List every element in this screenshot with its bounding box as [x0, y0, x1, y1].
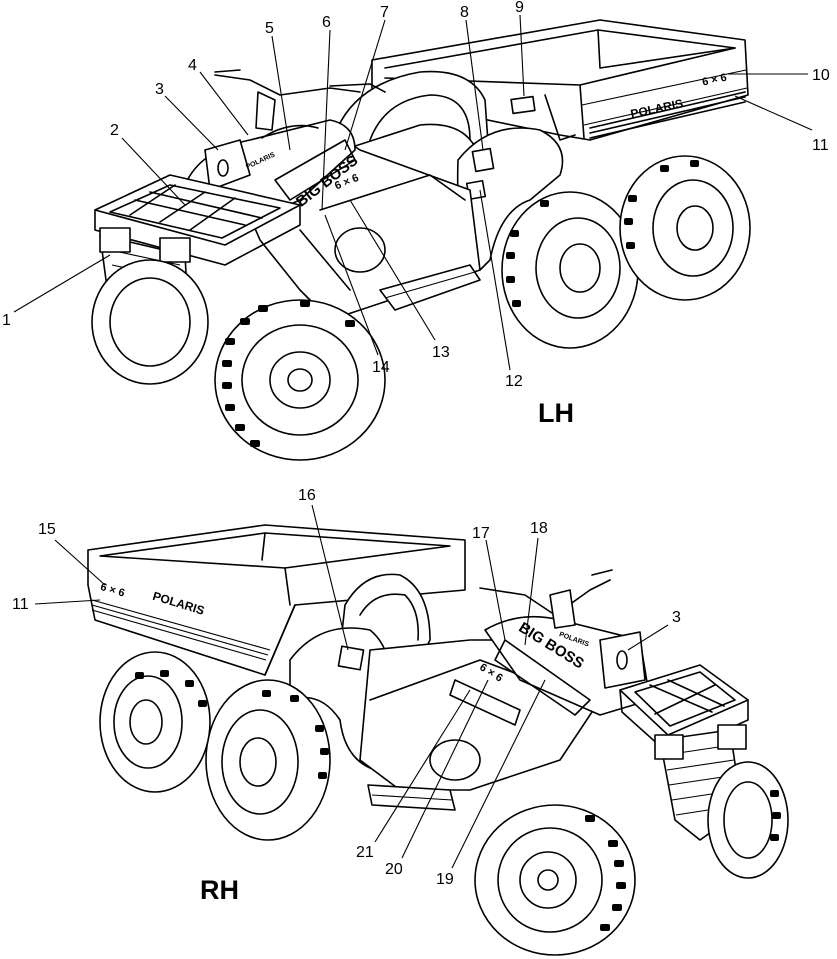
callout-lh-13: 13 — [432, 344, 450, 361]
callout-lh-3: 3 — [155, 81, 164, 98]
callout-lh-6: 6 — [322, 14, 331, 31]
rh-rear-wheel-1 — [205, 679, 331, 841]
callout-lh-1: 1 — [2, 312, 11, 329]
callout-rh-17: 17 — [472, 525, 490, 542]
lh-leader-lines — [13, 14, 813, 371]
rh-leader-lines — [34, 504, 669, 869]
callout-lh-5: 5 — [265, 20, 274, 37]
callout-rh-20: 20 — [385, 861, 403, 878]
callout-lh-2: 2 — [110, 122, 119, 139]
callout-rh-3: 3 — [672, 609, 681, 626]
callout-lh-7: 7 — [380, 4, 389, 21]
callout-rh-18: 18 — [530, 520, 548, 537]
callout-rh-16: 16 — [298, 487, 316, 504]
callout-rh-15: 15 — [38, 521, 56, 538]
callout-lh-12: 12 — [505, 373, 523, 390]
callout-rh-19: 19 — [436, 871, 454, 888]
lh-rear-wheel-1 — [501, 191, 639, 349]
rh-front-far-wheel — [707, 761, 789, 879]
lh-view: POLARIS 6 × 6 — [2, 0, 830, 461]
lh-front-left-wheel — [91, 259, 209, 385]
lh-front-right-wheel — [214, 299, 386, 461]
callout-rh-21: 21 — [356, 844, 374, 861]
lh-handlebars — [214, 69, 386, 131]
callout-lh-11: 11 — [812, 137, 829, 154]
callout-lh-14: 14 — [372, 359, 390, 376]
callout-lh-9: 9 — [515, 0, 524, 16]
callout-lh-10: 10 — [812, 67, 830, 84]
lh-cargo-badge-decal: 6 × 6 — [701, 72, 728, 89]
rh-rear-wheel-2 — [99, 651, 211, 793]
rh-cargo-box — [87, 524, 466, 676]
callout-lh-4: 4 — [188, 57, 197, 74]
lh-view-label: LH — [538, 398, 574, 428]
rh-view-label: RH — [200, 875, 239, 905]
callout-rh-11: 11 — [12, 596, 29, 613]
rh-view: POLARIS 6 × 6 6 × 6 — [12, 487, 789, 956]
lh-rear-wheel-2 — [619, 155, 751, 301]
callout-lh-8: 8 — [460, 4, 469, 21]
rh-front-near-wheel — [474, 804, 636, 956]
rh-front-pod — [484, 615, 651, 716]
rh-handlebars — [479, 569, 613, 629]
lh-front-rack — [94, 174, 301, 266]
